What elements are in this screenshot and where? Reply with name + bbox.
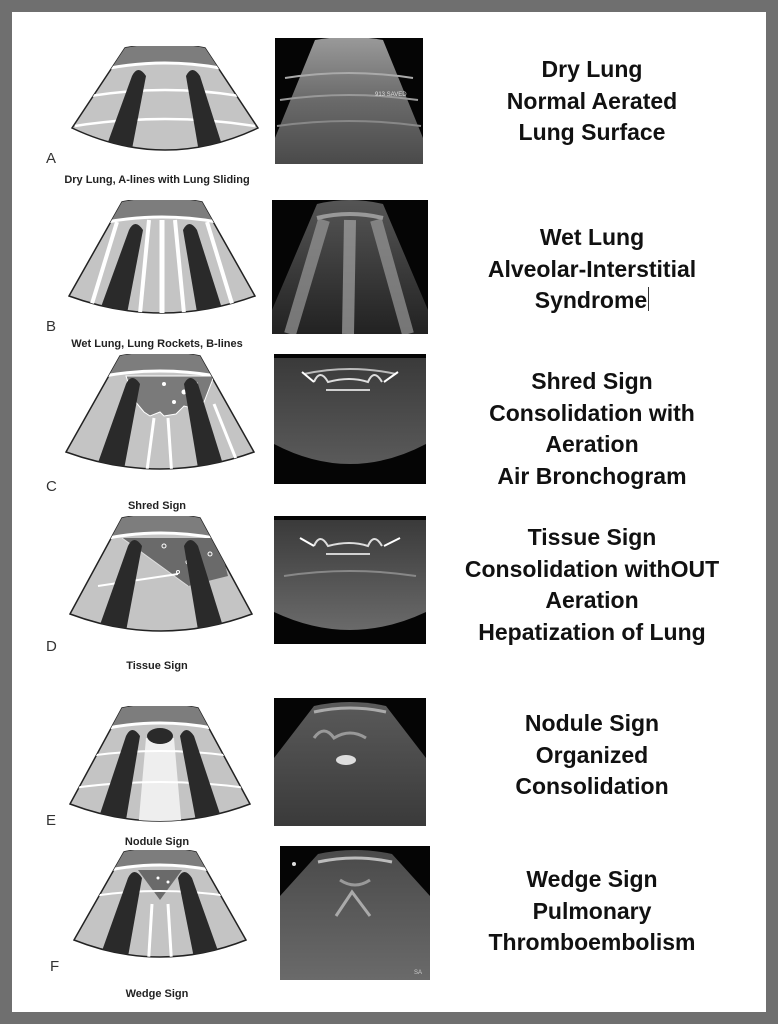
ultrasound-image-b bbox=[272, 200, 428, 334]
panel-letter: F bbox=[50, 958, 60, 975]
description-line: Dry Lung bbox=[541, 56, 643, 82]
description-line: Hepatization of Lung bbox=[478, 618, 706, 645]
description-line: Thromboembolism bbox=[488, 929, 696, 955]
description-line: Wet Lung bbox=[539, 224, 645, 250]
description-a: Dry Lung Normal Aerated Lung Surface bbox=[432, 54, 752, 149]
schematic-b-lines bbox=[67, 197, 257, 325]
description-line: Air Bronchogram bbox=[497, 462, 687, 489]
description-line: Syndrome bbox=[534, 287, 648, 313]
schematic-wedge-sign bbox=[72, 847, 248, 969]
us-label: 913 SAVED bbox=[375, 92, 407, 98]
description-line: Consolidation withOUT bbox=[464, 555, 720, 582]
description-line: Nodule Sign bbox=[524, 710, 660, 736]
panel-letter: A bbox=[46, 150, 57, 167]
panel-caption: Shred Sign bbox=[127, 500, 187, 512]
description-line: Shred Sign bbox=[531, 368, 653, 394]
description-f: Wedge Sign Pulmonary Thromboembolism bbox=[432, 864, 752, 959]
description-line: Consolidation with bbox=[489, 399, 695, 426]
description-line: Organized bbox=[535, 741, 649, 768]
schematic-nodule-sign bbox=[68, 703, 252, 831]
ultrasound-image-a: 913 SAVED bbox=[275, 38, 423, 164]
panel-caption: Tissue Sign bbox=[126, 660, 188, 672]
description-line: Normal Aerated bbox=[506, 87, 678, 114]
description-line: Lung Surface bbox=[518, 119, 666, 145]
description-line: Wedge Sign bbox=[526, 866, 658, 892]
description-line: Aeration bbox=[545, 587, 639, 613]
schematic-a-lines bbox=[70, 43, 260, 171]
description-line: Consolidation bbox=[515, 773, 669, 799]
schematic-shred-sign bbox=[64, 351, 256, 481]
ultrasound-image-c bbox=[274, 354, 426, 484]
description-c: Shred Sign Consolidation with Aeration A… bbox=[432, 366, 752, 492]
panel-letter: C bbox=[46, 478, 57, 495]
ultrasound-image-e bbox=[274, 698, 426, 826]
description-line: Pulmonary bbox=[532, 897, 652, 924]
description-line: Aeration bbox=[545, 431, 639, 457]
panel-letter: E bbox=[46, 812, 57, 829]
ultrasound-image-f: SA bbox=[280, 846, 430, 980]
ultrasound-image-d bbox=[274, 516, 426, 644]
panel-caption: Dry Lung, A-lines with Lung Sliding bbox=[64, 174, 250, 186]
description-b: Wet Lung Alveolar-Interstitial Syndrome bbox=[432, 222, 752, 317]
us-label: SA bbox=[414, 970, 422, 976]
text-cursor bbox=[648, 287, 650, 311]
panel-caption: Wet Lung, Lung Rockets, B-lines bbox=[71, 338, 243, 350]
panel-letter: B bbox=[46, 318, 57, 335]
description-line: Alveolar-Interstitial bbox=[487, 255, 697, 282]
description-d: Tissue Sign Consolidation withOUT Aerati… bbox=[432, 522, 752, 648]
panel-letter: D bbox=[46, 638, 57, 655]
schematic-tissue-sign bbox=[68, 513, 254, 643]
figure-page: A Dry Lung, A-lines with Lung Sliding 91… bbox=[12, 12, 766, 1012]
panel-caption: Wedge Sign bbox=[125, 988, 189, 1000]
panel-caption: Nodule Sign bbox=[124, 836, 190, 848]
description-line: Tissue Sign bbox=[527, 524, 657, 550]
description-e: Nodule Sign Organized Consolidation bbox=[432, 708, 752, 803]
